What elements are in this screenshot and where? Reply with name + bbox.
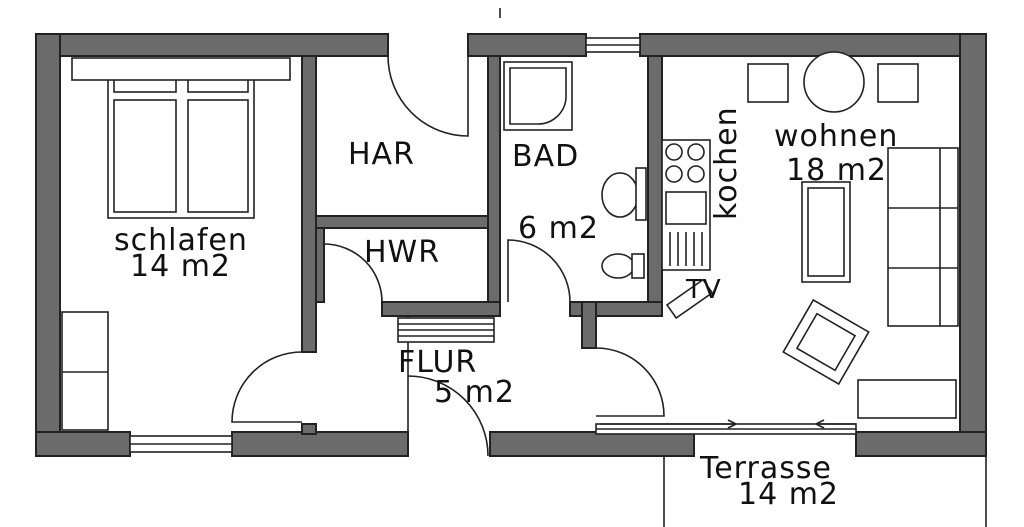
terrace-arrows — [600, 419, 856, 429]
bad-name: BAD — [512, 139, 579, 174]
windows — [129, 37, 857, 453]
wohnen-name: wohnen — [774, 119, 898, 154]
schlafen-name: schlafen — [114, 223, 248, 258]
wohnen-area: 18 m2 — [786, 153, 887, 188]
tv-label: TV — [685, 275, 722, 305]
flur-area: 5 m2 — [434, 375, 515, 410]
coffee-table — [801, 181, 851, 283]
exterior-walls — [35, 33, 987, 457]
shower — [503, 61, 573, 131]
kitchen-counter — [661, 139, 711, 271]
floor-mat — [397, 317, 495, 343]
sofa — [887, 147, 959, 327]
sink — [601, 167, 647, 221]
sideboard — [857, 379, 957, 419]
terrace-outline — [663, 456, 987, 527]
tv-stand — [665, 278, 714, 320]
doors — [231, 55, 665, 457]
wardrobe — [61, 311, 109, 431]
dining-table — [747, 51, 919, 113]
room-labels: schlafen 14 m2 HAR HWR BAD 6 m2 kochen w… — [114, 106, 898, 512]
bed — [71, 57, 291, 219]
bad-area: 6 m2 — [518, 211, 599, 246]
har-name: HAR — [348, 137, 415, 172]
terrasse-area: 14 m2 — [738, 477, 839, 512]
kochen-name: kochen — [709, 106, 744, 220]
toilet — [601, 253, 645, 279]
schlafen-area: 14 m2 — [130, 249, 231, 284]
armchair — [782, 298, 870, 386]
terrasse-name: Terrasse — [699, 451, 832, 486]
flur-name: FLUR — [398, 345, 477, 380]
hwr-name: HWR — [364, 235, 440, 270]
interior-walls — [301, 55, 663, 435]
